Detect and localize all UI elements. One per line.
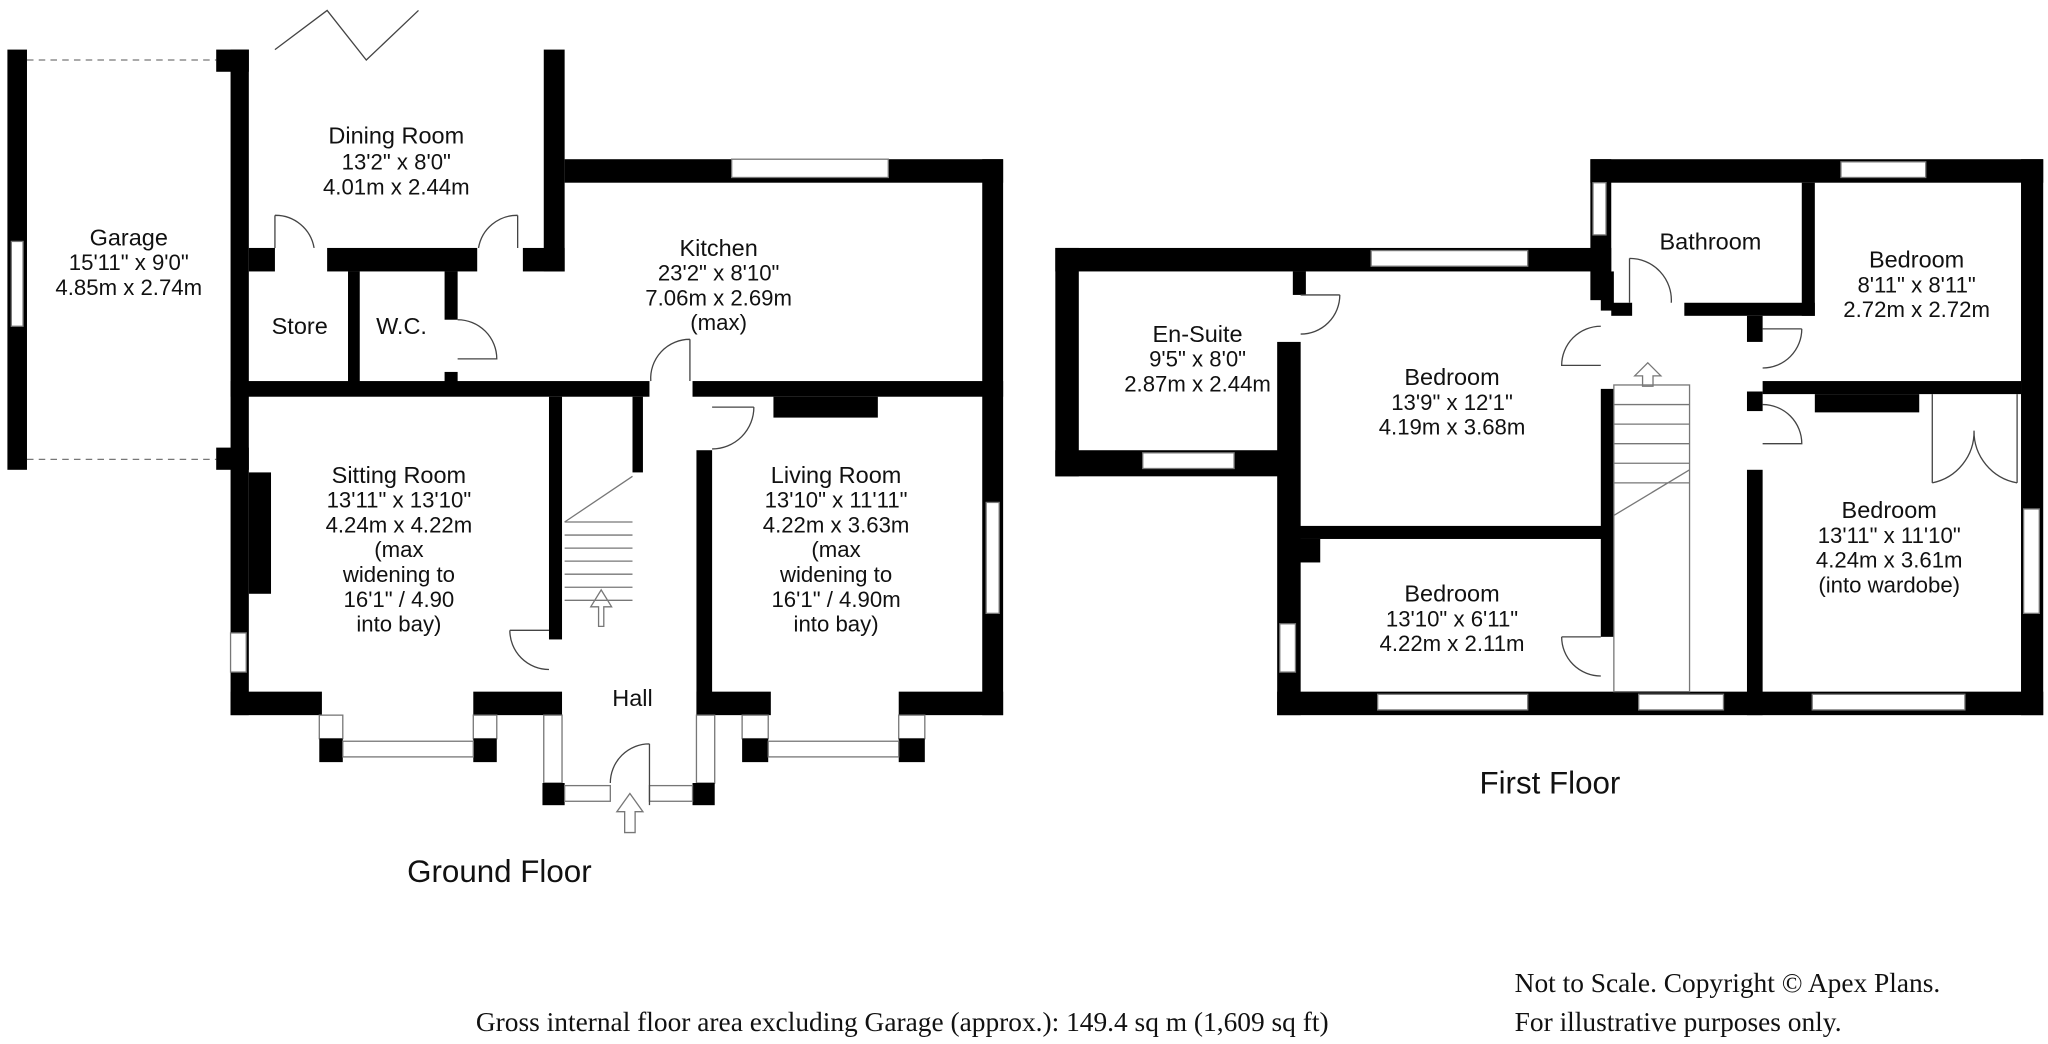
room-dimensions-imperial: 8'11" x 8'11" <box>1857 272 1975 297</box>
room-dimensions-metric: 2.87m x 2.44m <box>1124 371 1271 396</box>
room-dimensions-metric: 4.24m x 3.61m <box>1816 548 1963 573</box>
floor-area-text: Gross internal floor area excluding Gara… <box>476 1007 1329 1037</box>
room-note: 16'1" / 4.90m <box>771 587 900 612</box>
footer: Not to Scale. Copyright © Apex Plans. Gr… <box>476 968 1940 1037</box>
room-name: W.C. <box>376 313 427 339</box>
svg-text:Garage: Garage <box>90 224 168 250</box>
room-dimensions-metric: 4.19m x 3.68m <box>1379 415 1526 440</box>
room-name: Bedroom <box>1869 247 1964 273</box>
room-dimensions-imperial: 9'5" x 8'0" <box>1149 347 1246 372</box>
room-note: (max) <box>690 310 747 335</box>
room-dimensions-imperial: 13'11" x 13'10" <box>327 488 472 513</box>
room-note: 16'1" / 4.90 <box>344 587 455 612</box>
room-dimensions-metric: 4.01m x 2.44m <box>323 174 470 199</box>
stair-arrow-icon <box>589 588 613 628</box>
room-dimensions-imperial: 13'10" x 11'11" <box>765 488 908 513</box>
room-name: Garage <box>90 224 168 250</box>
room-dimensions-metric: 2.72m x 2.72m <box>1843 297 1990 322</box>
stair-arrow-icon <box>1633 361 1663 387</box>
room-note: (max <box>374 537 423 562</box>
ground-floor-walls <box>7 9 1004 834</box>
room-note: (into wardobe) <box>1818 572 1960 597</box>
room-note: widening to <box>342 562 455 587</box>
room-note: (max <box>811 537 860 562</box>
room-dimensions-imperial: 13'2" x 8'0" <box>342 150 451 175</box>
room-dimensions-imperial: 13'11" x 11'10" <box>1818 523 1961 548</box>
ground-floor-labels: Garage 15'11" x 9'0" 4.85m x 2.74m Dinin… <box>55 123 909 890</box>
room-dimensions-imperial: 13'9" x 12'1" <box>1391 390 1513 415</box>
ground-floor-title: Ground Floor <box>407 854 591 889</box>
room-dimensions-imperial: 23'2" x 8'10" <box>658 261 780 286</box>
copyright-text: Not to Scale. Copyright © Apex Plans. <box>1515 968 1941 998</box>
room-dimensions-metric: 4.22m x 3.63m <box>763 512 910 537</box>
room-name: Hall <box>612 685 652 711</box>
first-floor-labels: En-Suite 9'5" x 8'0" 2.87m x 2.44m Bedro… <box>1124 228 1990 800</box>
room-name: Bathroom <box>1660 228 1762 254</box>
disclaimer-text: For illustrative purposes only. <box>1515 1007 1842 1037</box>
first-floor-title: First Floor <box>1479 765 1620 800</box>
room-name: Kitchen <box>679 235 757 261</box>
room-name: Bedroom <box>1404 581 1499 607</box>
room-dimensions-metric: 7.06m x 2.69m <box>645 285 792 310</box>
room-name: Bedroom <box>1842 497 1937 523</box>
room-note: into bay) <box>794 612 879 637</box>
room-dimensions-imperial: 15'11" x 9'0" <box>69 250 189 275</box>
room-dimensions-metric: 4.85m x 2.74m <box>55 275 202 300</box>
room-name: Living Room <box>771 462 902 488</box>
first-floor-walls <box>1055 159 2044 716</box>
entrance-arrow-icon <box>615 792 645 834</box>
room-name: Bedroom <box>1404 364 1499 390</box>
room-note: widening to <box>779 562 892 587</box>
room-note: into bay) <box>356 612 441 637</box>
room-name: Dining Room <box>328 123 464 149</box>
room-dimensions-metric: 4.24m x 4.22m <box>326 512 473 537</box>
room-name: Sitting Room <box>332 462 466 488</box>
room-name: Store <box>272 313 328 339</box>
room-dimensions-imperial: 13'10" x 6'11" <box>1386 606 1518 631</box>
staircase <box>564 475 645 834</box>
room-name: En-Suite <box>1153 321 1243 347</box>
room-dimensions-metric: 4.22m x 2.11m <box>1380 631 1525 656</box>
